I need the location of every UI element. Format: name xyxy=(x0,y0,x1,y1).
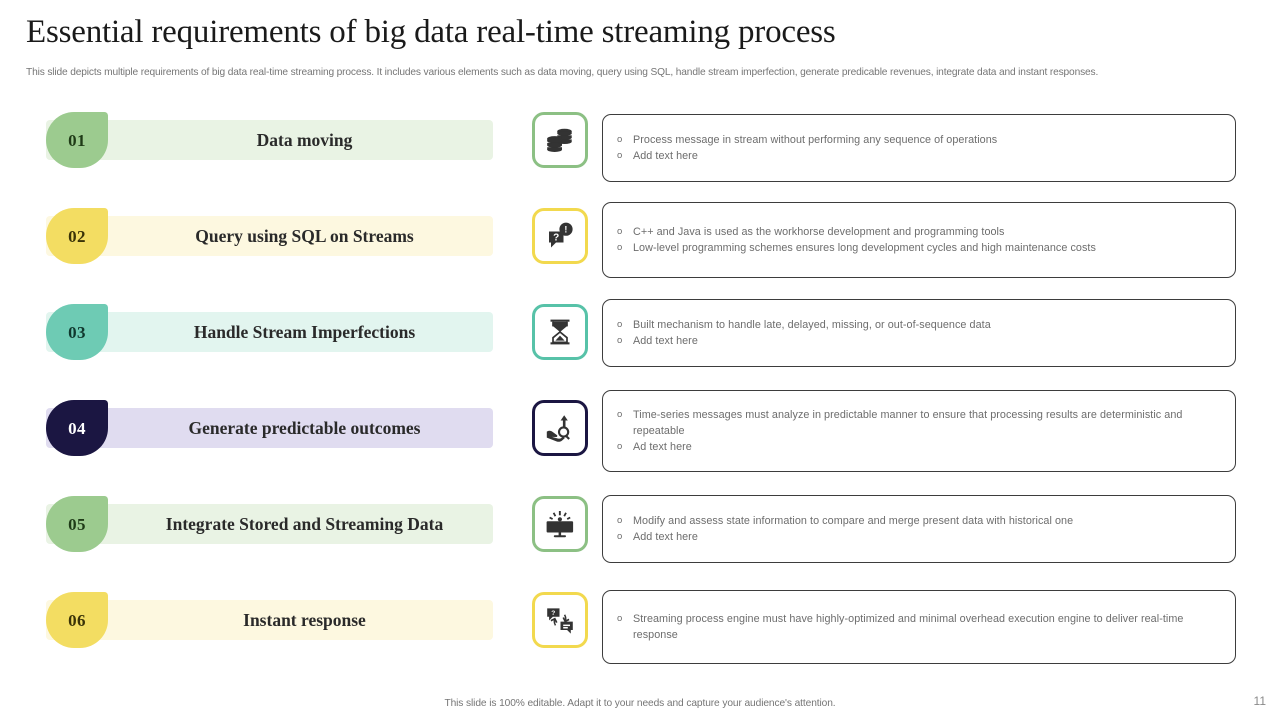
requirement-icon-box[interactable] xyxy=(532,496,588,552)
bullet-item: o Modify and assess state information to … xyxy=(617,513,1217,529)
requirement-row[interactable]: 01 Data moving xyxy=(46,112,588,168)
bullet-marker-icon: o xyxy=(617,242,623,253)
requirement-icon-box[interactable]: ? xyxy=(532,592,588,648)
requirement-title: Integrate Stored and Streaming Data xyxy=(165,513,444,534)
requirement-title: Handle Stream Imperfections xyxy=(193,321,416,342)
bullet-text: Streaming process engine must have highl… xyxy=(633,613,1184,641)
bullet-text: Built mechanism to handle late, delayed,… xyxy=(633,319,991,331)
requirement-number: 05 xyxy=(68,515,86,534)
requirement-number-badge: 05 xyxy=(46,496,108,552)
question-alert-chat-icon: ! ? xyxy=(545,221,575,251)
bullet-text: Time-series messages must analyze in pre… xyxy=(633,409,1183,437)
bullet-item: o Streaming process engine must have high… xyxy=(617,611,1217,643)
bullet-marker-icon: o xyxy=(617,319,623,330)
bullet-marker-icon: o xyxy=(617,441,623,452)
requirement-number-badge: 01 xyxy=(46,112,108,168)
bullet-text: Add text here xyxy=(633,150,698,162)
bullet-text: Modify and assess state information to c… xyxy=(633,515,1074,527)
bullet-item: o Low-level programming schemes ensures l… xyxy=(617,240,1217,256)
monitor-alert-icon xyxy=(545,509,575,539)
requirement-number-badge: 04 xyxy=(46,400,108,456)
requirement-title: Data moving xyxy=(256,129,353,150)
editable-note: This slide is 100% editable. Adapt it to… xyxy=(444,698,836,709)
detail-box[interactable]: o Streaming process engine must have high… xyxy=(602,590,1236,664)
requirement-number: 06 xyxy=(68,611,86,630)
page-subtitle: This slide depicts multiple requirements… xyxy=(26,67,1099,78)
requirement-title: Generate predictable outcomes xyxy=(188,417,421,438)
requirement-number: 04 xyxy=(68,419,86,438)
bullet-marker-icon: o xyxy=(617,515,623,526)
database-stack-icon xyxy=(545,125,575,155)
requirement-bar xyxy=(46,600,493,640)
requirement-icon-box[interactable]: ! ? xyxy=(532,208,588,264)
requirement-row[interactable]: 03 Handle Stream Imperfections xyxy=(46,304,588,360)
requirement-number-badge: 06 xyxy=(46,592,108,648)
bullet-marker-icon: o xyxy=(617,150,623,161)
requirement-icon-box[interactable] xyxy=(532,304,588,360)
requirement-bar xyxy=(46,312,493,352)
bullet-text: Add text here xyxy=(633,531,698,543)
requirement-number-badge: 03 xyxy=(46,304,108,360)
content-area: 01 Data moving 02 Query using SQL on Strea… xyxy=(0,112,1280,672)
bullet-marker-icon: o xyxy=(617,409,623,420)
bullet-item: o Built mechanism to handle late, delayed… xyxy=(617,317,1217,333)
requirement-title: Query using SQL on Streams xyxy=(195,225,414,246)
svg-text:?: ? xyxy=(551,610,555,617)
bullet-item: o Add text here xyxy=(617,529,1217,545)
bullet-text: C++ and Java is used as the workhorse de… xyxy=(633,226,1005,238)
bullet-marker-icon: o xyxy=(617,531,623,542)
bullet-item: o Ad text here xyxy=(617,439,1217,455)
requirement-row[interactable]: 05 Integrate Stored and Streaming Data xyxy=(46,496,588,552)
detail-box[interactable]: o Modify and assess state information to … xyxy=(602,495,1236,563)
hourglass-icon xyxy=(545,317,575,347)
requirement-bar xyxy=(46,216,493,256)
requirement-icon-box[interactable] xyxy=(532,400,588,456)
requirement-title: Instant response xyxy=(243,609,366,630)
bullet-marker-icon: o xyxy=(617,335,623,346)
requirements-list: 01 Data moving 02 Query using SQL on Strea… xyxy=(46,112,588,648)
bullet-item: o Add text here xyxy=(617,148,1217,164)
bullet-text: Ad text here xyxy=(633,441,692,453)
bullet-item: o Process message in stream without perfo… xyxy=(617,132,1217,148)
requirement-number-badge: 02 xyxy=(46,208,108,264)
bullet-text: Low-level programming schemes ensures lo… xyxy=(633,242,1096,254)
page-number: 11 xyxy=(1253,694,1266,708)
bullet-text: Add text here xyxy=(633,335,698,347)
requirement-row[interactable]: 02 Query using SQL on Streams ! ? xyxy=(46,208,588,264)
detail-box[interactable]: o Process message in stream without perfo… xyxy=(602,114,1236,182)
detail-box[interactable]: o C++ and Java is used as the workhorse d… xyxy=(602,202,1236,278)
requirement-number: 03 xyxy=(68,323,86,342)
requirement-number: 01 xyxy=(68,131,86,150)
detail-box[interactable]: o Time-series messages must analyze in pr… xyxy=(602,390,1236,472)
requirement-number: 02 xyxy=(68,227,86,246)
requirement-bar xyxy=(46,504,493,544)
bullet-marker-icon: o xyxy=(617,613,623,624)
requirement-row[interactable]: 06 Instant response ? xyxy=(46,592,588,648)
svg-text:!: ! xyxy=(564,225,567,235)
requirement-row[interactable]: 04 Generate predictable outcomes xyxy=(46,400,588,456)
requirement-bar xyxy=(46,408,493,448)
page-title: Essential requirements of big data real-… xyxy=(26,14,836,50)
detail-box[interactable]: o Built mechanism to handle late, delayed… xyxy=(602,299,1236,367)
bullet-marker-icon: o xyxy=(617,226,623,237)
svg-text:?: ? xyxy=(553,233,559,244)
requirement-icon-box[interactable] xyxy=(532,112,588,168)
bullet-text: Process message in stream without perfor… xyxy=(633,134,998,146)
chat-exchange-icon: ? xyxy=(545,605,575,635)
bullet-item: o Add text here xyxy=(617,333,1217,349)
bullet-item: o Time-series messages must analyze in pr… xyxy=(617,407,1217,439)
page-title-wrapper: Essential requirements of big data real-… xyxy=(26,12,1256,52)
requirement-bar xyxy=(46,120,493,160)
hand-magnifier-growth-icon xyxy=(545,413,575,443)
bullet-marker-icon: o xyxy=(617,134,623,145)
bullet-item: o C++ and Java is used as the workhorse d… xyxy=(617,224,1217,240)
